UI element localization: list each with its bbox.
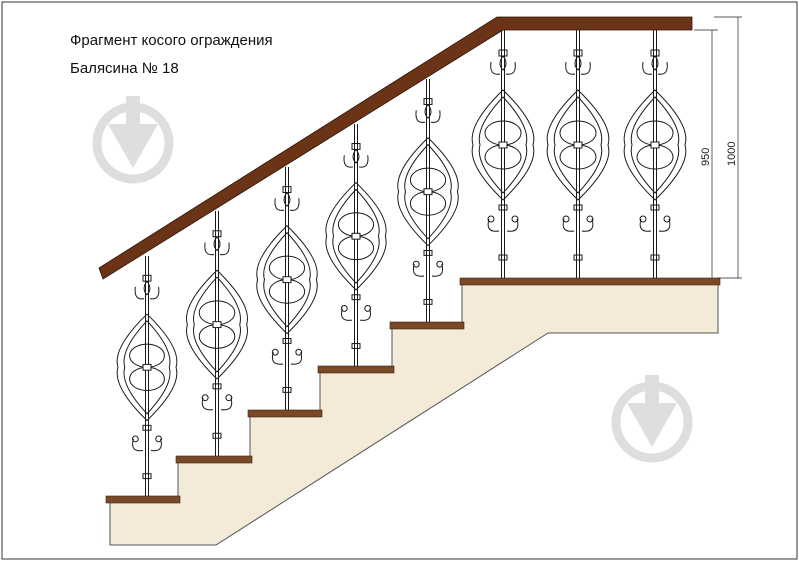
dimension-950: 950 — [700, 148, 712, 166]
baluster-8 — [623, 30, 687, 278]
baluster-2 — [186, 211, 248, 456]
tread-2 — [175, 455, 253, 464]
baluster-3 — [256, 167, 318, 410]
stair-body — [109, 281, 719, 546]
watermark-download-icon — [92, 96, 174, 184]
balusters — [116, 30, 687, 496]
drawing-title: Фрагмент косого ограждения — [70, 32, 273, 49]
tread-6 — [459, 277, 721, 286]
baluster-number: Балясина № 18 — [70, 60, 179, 77]
stair-treads — [105, 277, 721, 504]
dimension-lines — [694, 16, 742, 279]
tread-3 — [247, 409, 323, 418]
baluster-4 — [325, 124, 387, 366]
baluster-5 — [397, 79, 459, 322]
baluster-6 — [471, 30, 535, 278]
handrail — [98, 16, 693, 280]
baluster-7 — [546, 30, 610, 278]
tread-5 — [389, 321, 465, 330]
tread-4 — [317, 365, 395, 374]
baluster-1 — [116, 256, 178, 496]
tread-1 — [105, 495, 181, 504]
dimension-1000: 1000 — [726, 142, 738, 166]
watermark-download-icon-2 — [611, 375, 693, 463]
